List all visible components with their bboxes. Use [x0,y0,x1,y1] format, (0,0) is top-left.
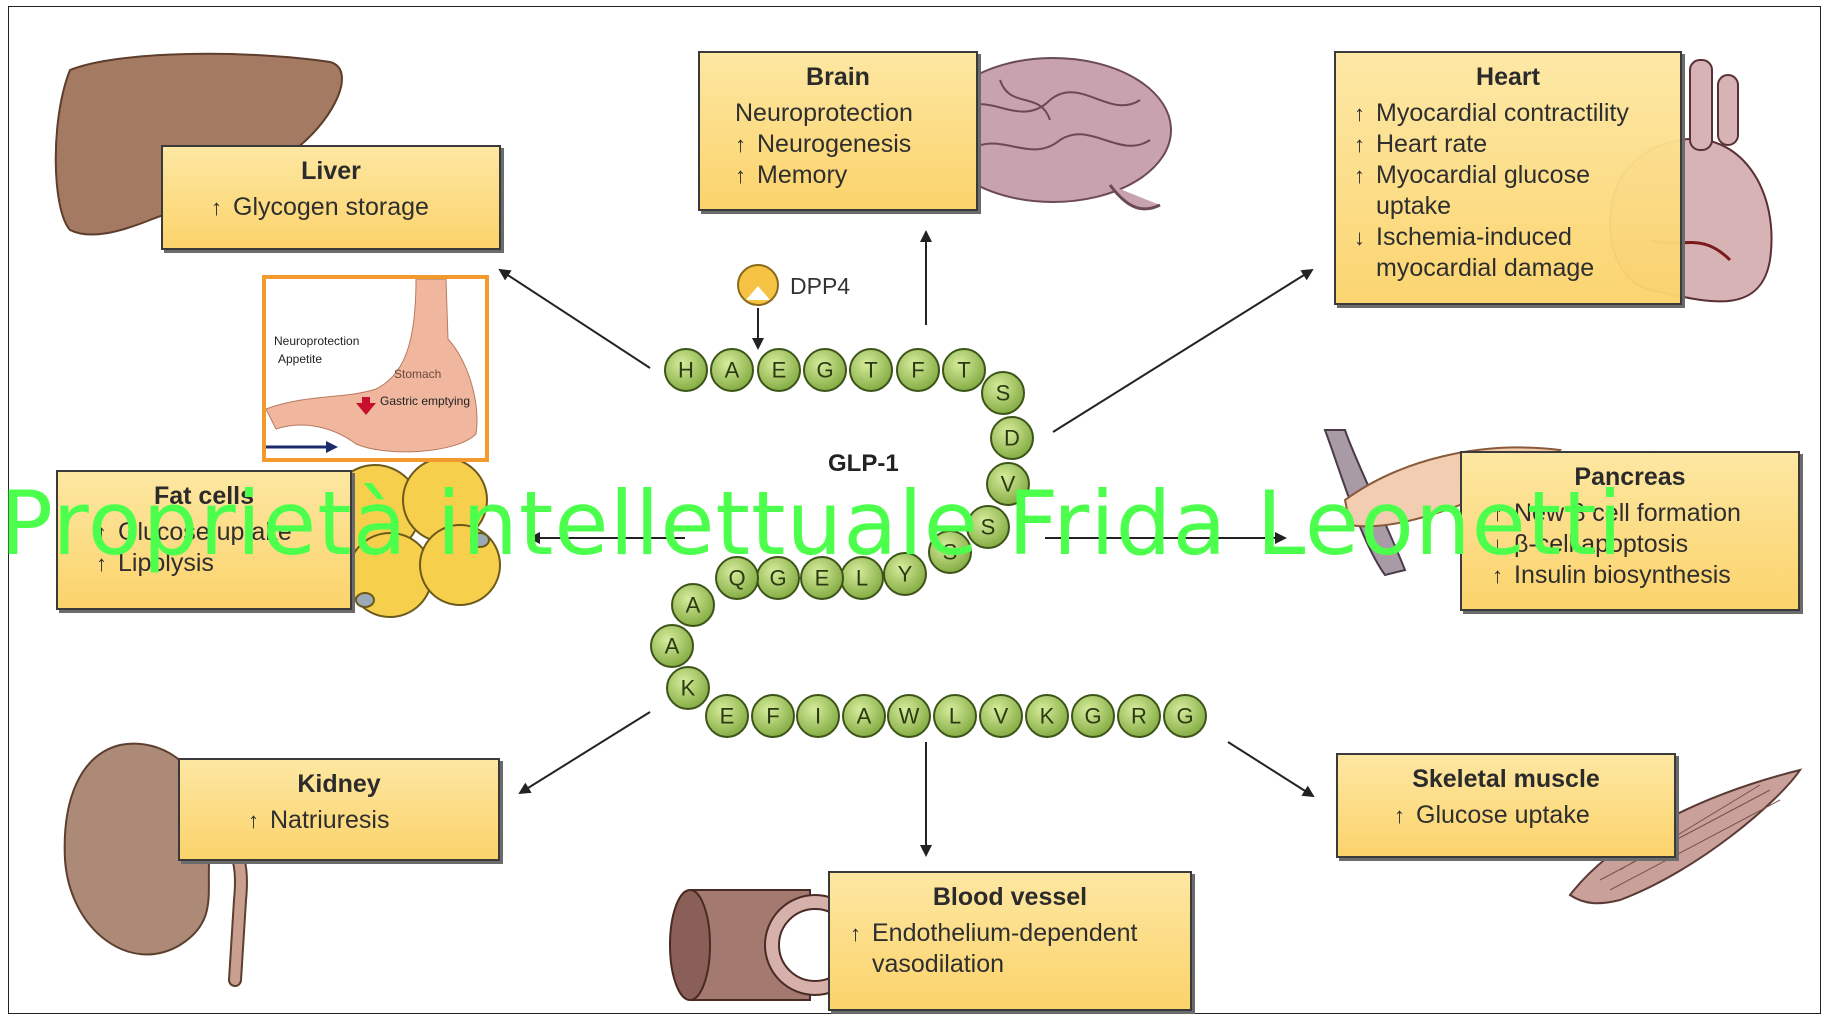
watermark-text: Proprietà intellettuale Frida Leonetti [0,472,1623,575]
inset-label-appetite: Appetite [278,352,322,366]
heart-effect: ↑Myocardial glucose [1354,160,1680,191]
heart-effect: uptake [1354,191,1680,222]
inset-label-gastric-emptying: Gastric emptying [380,394,470,408]
brain-effect: ↑Memory [735,160,976,191]
amino-acid-label: G [1176,704,1193,729]
amino-acid-label: R [1131,704,1147,729]
heart-effects: ↑Myocardial contractility ↑Heart rate ↑M… [1336,98,1680,284]
stomach-inset-image: Neuroprotection Appetite Stomach Gastric… [262,275,489,462]
blood-vessel-title: Blood vessel [830,883,1190,912]
amino-acid-label: A [857,704,872,729]
heart-box: Heart ↑Myocardial contractility ↑Heart r… [1334,51,1682,305]
vessel-effect: ↑Endothelium-dependent [850,918,1190,949]
inset-label-stomach: Stomach [394,367,441,381]
dpp4-label: DPP4 [790,273,850,300]
liver-effects: ↑Glycogen storage [163,192,499,223]
brain-effect: ↑Neurogenesis [735,129,976,160]
amino-acid-label: A [686,593,701,618]
amino-acid-label: G [816,358,833,383]
amino-acid-label: W [899,704,920,729]
amino-acid-label: F [766,704,779,729]
heart-effect: ↓Ischemia-induced [1354,222,1680,253]
liver-box: Liver ↑Glycogen storage [161,145,501,250]
brain-effect: Neuroprotection [735,98,976,129]
arrow-to-heart [1053,270,1312,432]
amino-acid-label: G [1084,704,1101,729]
vessel-effect: vasodilation [850,949,1190,980]
brain-effects: Neuroprotection ↑Neurogenesis ↑Memory [700,98,976,191]
brain-title: Brain [700,63,976,92]
skeletal-muscle-title: Skeletal muscle [1338,765,1674,794]
amino-acid-label: E [772,358,787,383]
amino-acid-label: K [681,676,696,701]
arrow-to-liver [500,270,650,368]
amino-acid-label: T [864,358,877,383]
liver-title: Liver [163,157,499,186]
heart-effect: myocardial damage [1354,253,1680,284]
amino-acid-label: T [957,358,970,383]
dpp4-enzyme-icon [738,265,778,305]
amino-acid-label: A [665,634,680,659]
inset-label-neuroprotection: Neuroprotection [274,334,359,348]
amino-acid-label: D [1004,426,1020,451]
kidney-effect: ↑Natriuresis [248,805,498,836]
arrow-to-muscle [1228,742,1313,796]
amino-acid-label: I [815,704,821,729]
amino-acid-label: H [678,358,694,383]
heart-title: Heart [1336,63,1680,92]
heart-effect: ↑Myocardial contractility [1354,98,1680,129]
amino-acid-label: L [949,704,961,729]
blood-vessel-box: Blood vessel ↑Endothelium-dependent vaso… [828,871,1192,1011]
brain-box: Brain Neuroprotection ↑Neurogenesis ↑Mem… [698,51,978,211]
amino-acid-label: F [911,358,924,383]
liver-effect: ↑Glycogen storage [211,192,499,223]
heart-effect: ↑Heart rate [1354,129,1680,160]
amino-acid-label: E [720,704,735,729]
skeletal-muscle-box: Skeletal muscle ↑Glucose uptake [1336,753,1676,858]
kidney-box: Kidney ↑Natriuresis [178,758,500,861]
blood-vessel-effects: ↑Endothelium-dependent vasodilation [830,918,1190,980]
stomach-illustration [266,279,485,458]
skeletal-muscle-effects: ↑Glucose uptake [1338,800,1674,831]
amino-acid-label: A [725,358,740,383]
kidney-effects: ↑Natriuresis [180,805,498,836]
muscle-effect: ↑Glucose uptake [1394,800,1674,831]
arrow-to-kidney [520,712,650,793]
amino-acid-label: K [1040,704,1055,729]
amino-acid-label: S [996,381,1011,406]
kidney-title: Kidney [180,770,498,799]
amino-acid-label: V [994,704,1009,729]
